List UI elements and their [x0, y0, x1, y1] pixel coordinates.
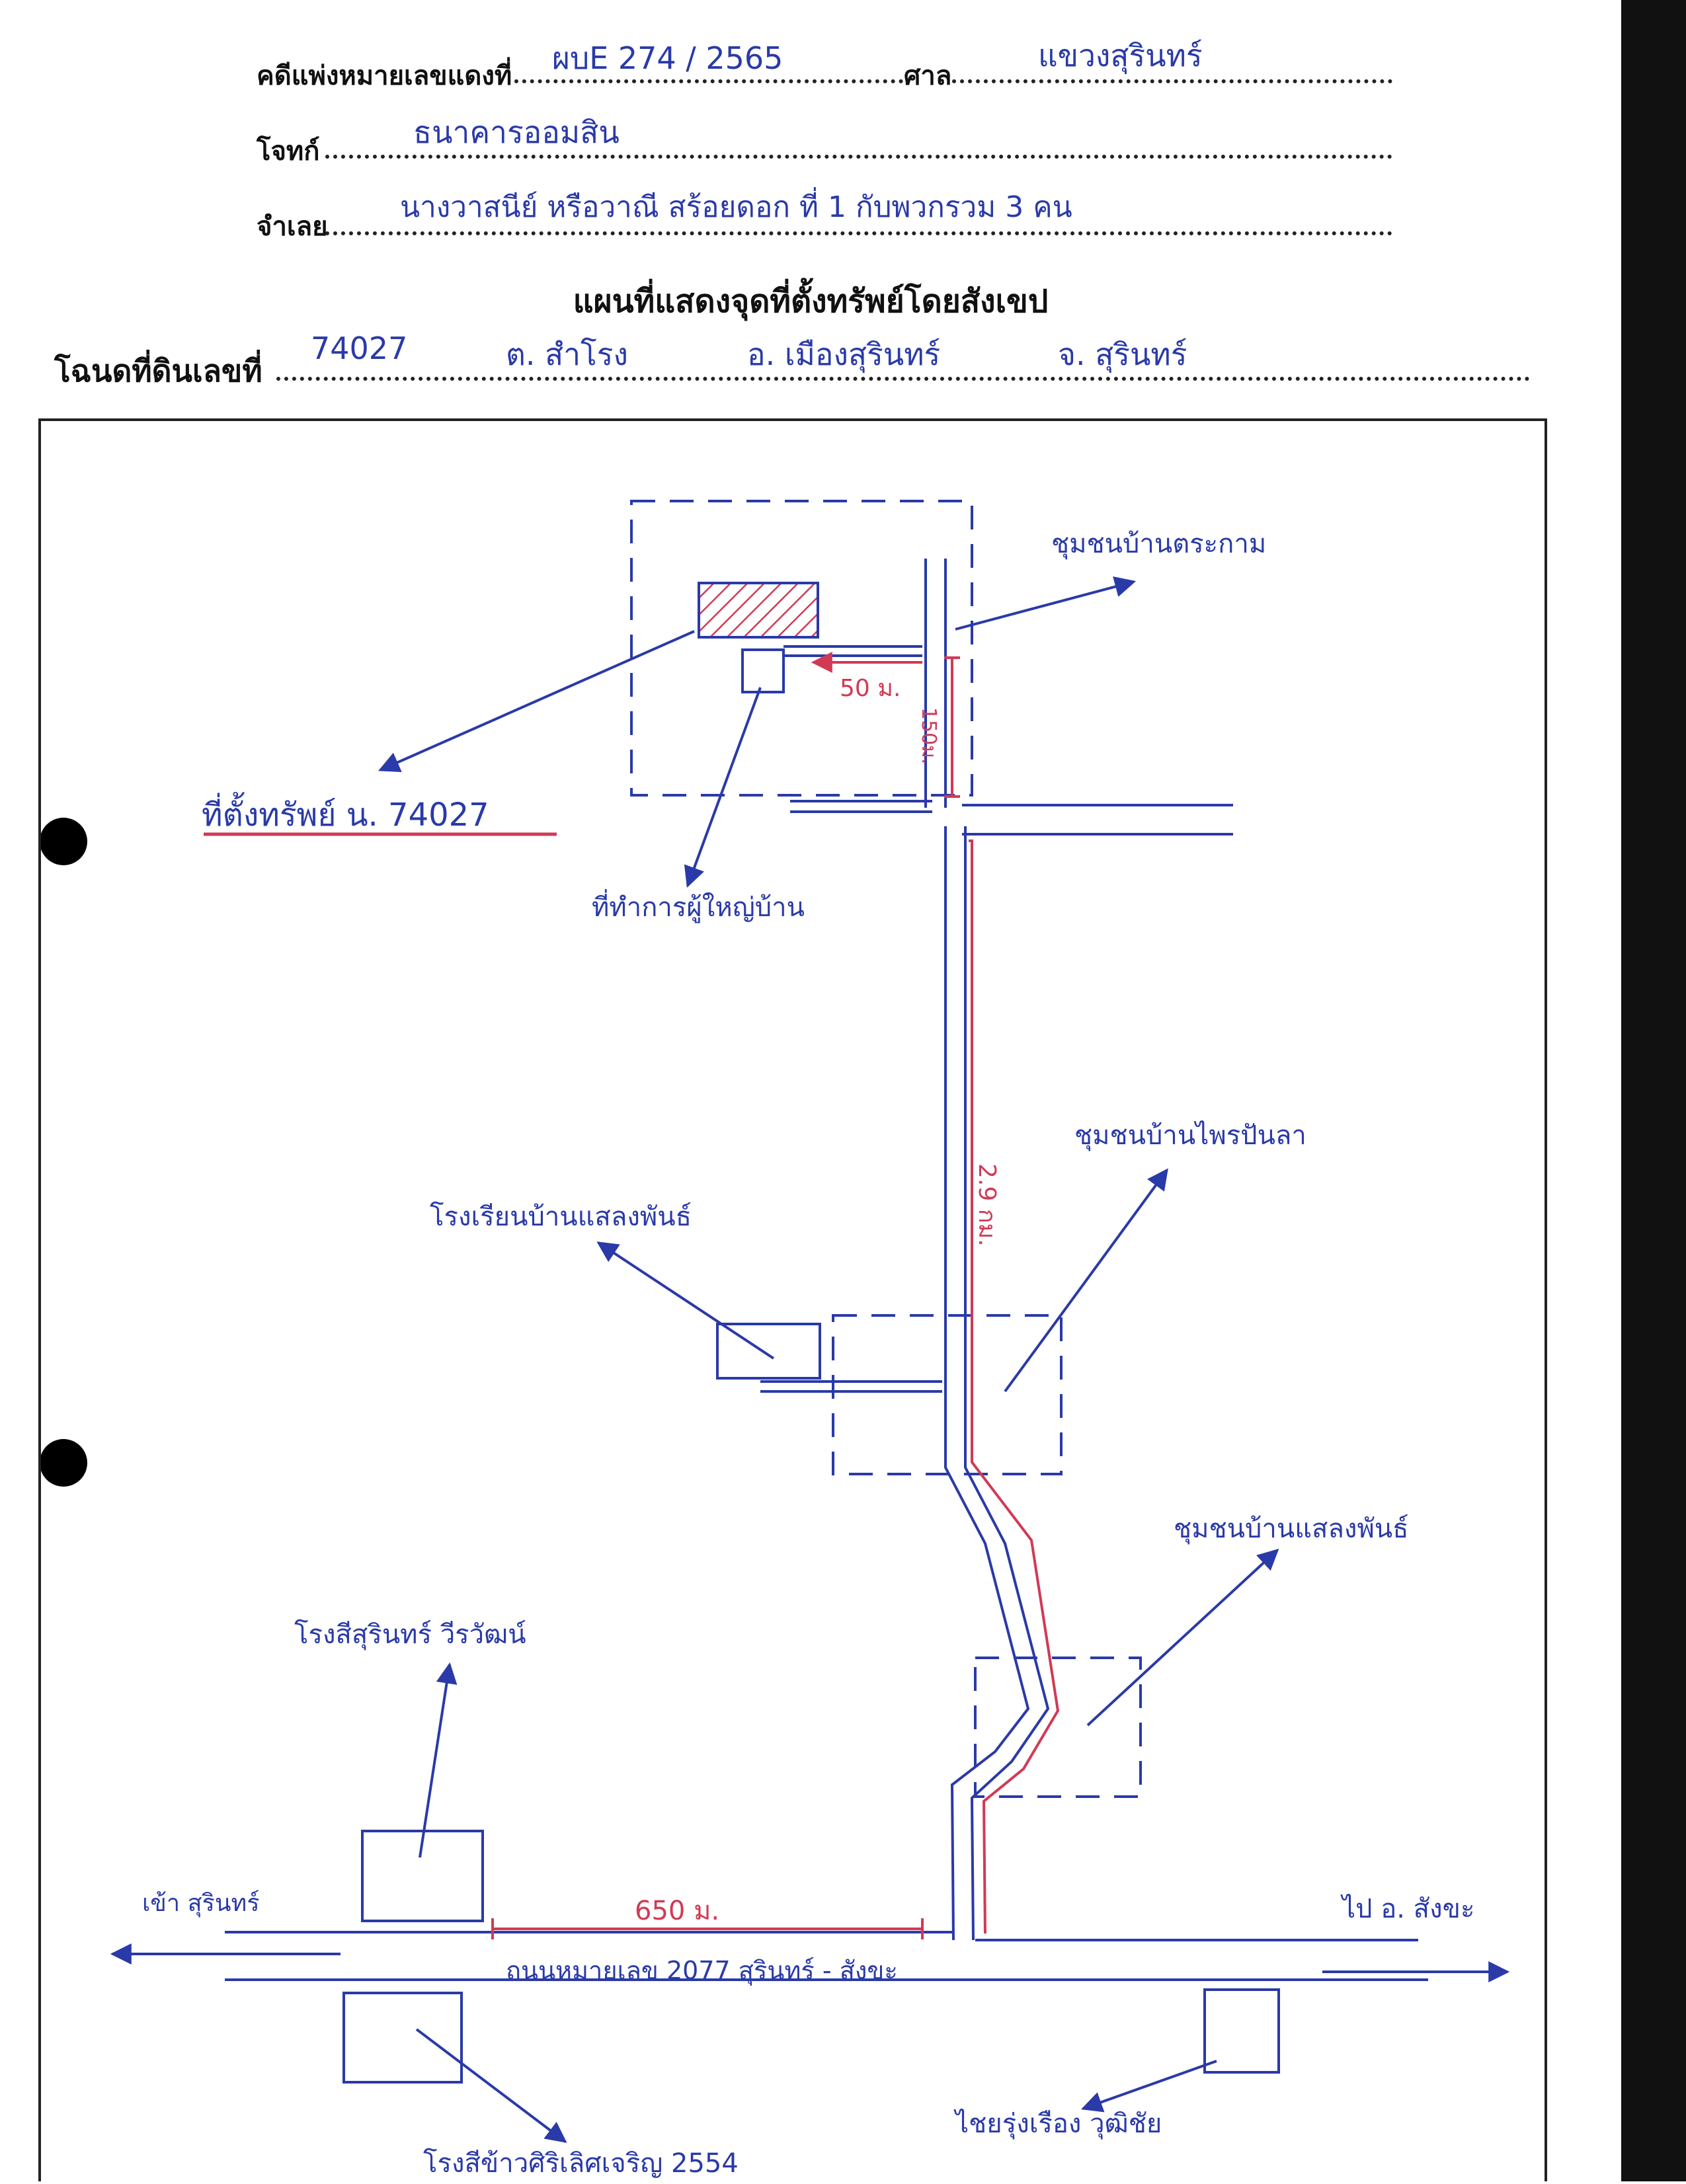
deed-line [276, 377, 1530, 381]
pointer-property [378, 630, 695, 772]
boundary-middle [832, 1314, 1063, 1475]
community-north-label: ชุมชนบ้านตระกาม [1051, 529, 1267, 559]
court-name: แขวงสุรินทร์ [1038, 38, 1203, 73]
pointer-rice-mill [415, 2028, 567, 2143]
distance-50m: 50 ม. [840, 675, 901, 702]
deed-province: จ. สุรินทร์ [1058, 336, 1187, 372]
school-label: โรงเรียนบ้านแสลงพันธ์ [430, 1202, 692, 1232]
punch-hole-bottom [40, 1439, 87, 1487]
defendant-name: นางวาสนีย์ หรือวาณี สร้อยดอก ที่ 1 กับพว… [400, 190, 1072, 224]
pointer-community-south [1086, 1548, 1279, 1727]
punch-hole-top [40, 818, 87, 865]
plaintiff-line [325, 155, 1392, 159]
pointer-shop [1080, 2060, 1217, 2113]
plaintiff-name: ธนาคารออมสิน [413, 114, 620, 150]
court-line [952, 79, 1392, 83]
property-parcel [698, 582, 819, 639]
road-main-left [944, 826, 1030, 1941]
distance-650m: 650 ม. [635, 1896, 720, 1926]
school-box [716, 1323, 821, 1380]
community-middle-label: ชุมชนบ้านไพรปันลา [1074, 1120, 1306, 1151]
court-label: ศาล [904, 60, 952, 91]
case-number-line [514, 79, 903, 83]
map-frame [38, 418, 1547, 2181]
pointer-school [596, 1241, 775, 1360]
property-location-label: ที่ตั้งทรัพย์ น. 74027 [202, 797, 489, 834]
hospital-box [361, 1830, 484, 1922]
defendant-label: จำเลย [257, 211, 328, 242]
highway-label: ถนนหมายเลข 2077 สุรินทร์ - สังขะ [506, 1956, 898, 1985]
route-2-9km [969, 839, 1060, 1934]
pointer-hospital [419, 1662, 458, 1858]
hospital-label: โรงสีสุรินทร์ วีรวัฒน์ [294, 1619, 526, 1650]
pointer-headman [684, 687, 762, 888]
scan-dark-edge [1621, 0, 1686, 2181]
boundary-south [974, 1657, 1142, 1798]
pointer-community-middle [1004, 1168, 1168, 1393]
distance-150m: 150ม. [917, 707, 940, 765]
rice-mill-label: โรงสีข้าวศิริเลิศเจริญ 2554 [423, 2148, 739, 2179]
boundary-north [630, 500, 973, 797]
defendant-line [325, 231, 1392, 235]
pointer-community-north [955, 576, 1137, 631]
map-title: แผนที่แสดงจุดที่ตั้งทรัพย์โดยสังเขป [573, 283, 1049, 320]
road-main-right [964, 826, 1050, 1941]
headman-office-label: ที่ทำการผู้ใหญ่บ้าน [592, 892, 805, 923]
case-label: คดีแพ่งหมายเลขแดงที่ [257, 60, 512, 91]
deed-amphoe: อ. เมืองสุรินทร์ [747, 336, 941, 372]
direction-to-sangkha: ไป อ. สังขะ [1342, 1894, 1475, 1924]
community-south-label: ชุมชนบ้านแสลงพันธ์ [1174, 1514, 1409, 1544]
plaintiff-label: โจทก์ [257, 136, 320, 167]
deed-number: 74027 [311, 331, 408, 366]
distance-2-9km: 2.9 กม. [973, 1163, 1000, 1247]
case-number: ผบE 274 / 2565 [552, 40, 783, 76]
direction-to-surin: เข้า สุรินทร์ [142, 1890, 260, 1917]
headman-office-box [741, 648, 785, 693]
rice-mill-box [342, 1992, 463, 2084]
deed-label: โฉนดที่ดินเลขที่ [54, 353, 262, 389]
shop-box [1203, 1988, 1280, 2074]
deed-tambon: ต. สำโรง [506, 336, 628, 372]
shop-label: ไชยรุ่งเรือง วุฒิชัย [955, 2109, 1162, 2139]
